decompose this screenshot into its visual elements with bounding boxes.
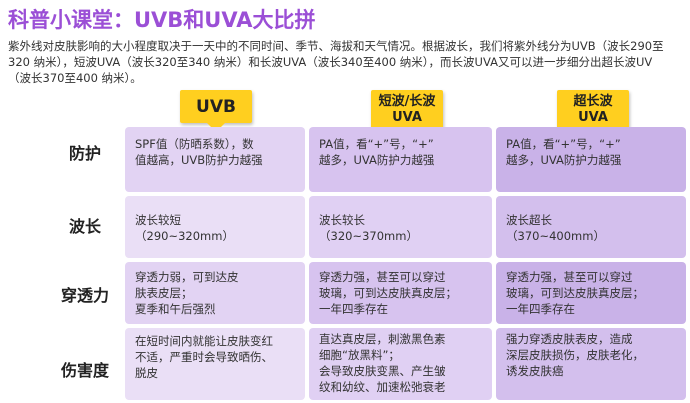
table-cell: PA值，看“+”号，“+” 越多，UVA防护力越强 [309, 127, 492, 192]
table-cell: 波长超长 （370~400mm） [496, 196, 686, 258]
row-label-wavelength: 波长 [68, 217, 101, 236]
cell-line: 越多，UVA防护力越强 [506, 153, 622, 167]
cell-line: 一年四季存在 [319, 302, 388, 316]
cell-line: 穿透力强，甚至可以穿过 [319, 270, 446, 284]
cell-line: 穿透力强，甚至可以穿过 [506, 270, 633, 284]
table-cell: PA值，看“+”号，“+” 越多，UVA防护力越强 [496, 127, 686, 192]
cell-line: 诱发皮肤癌 [506, 364, 564, 378]
intro-line: 紫外线对皮肤影响的大小程度取决于一天中的不同时间、季节、海拔和天气情况。根据波长… [8, 39, 664, 53]
cell-line: 深层皮肤损伤，皮肤老化， [506, 348, 644, 362]
cell-line: 会导致皮肤变黑、产生皱 [319, 364, 446, 378]
column-header-short-long-uva: 短波/长波 UVA [371, 90, 443, 139]
cell-line: 不适，严重时会导致晒伤、 [135, 350, 273, 364]
column-header-label: UVB [196, 96, 236, 117]
cell-line: （290~320mm） [135, 229, 234, 243]
cell-line: 一年四季存在 [506, 302, 575, 316]
page-title: 科普小课堂：UVB和UVA大比拼 [8, 8, 316, 32]
cell-line: 波长较长 [319, 213, 365, 227]
intro-line: （波长370至400 纳米）。 [8, 71, 142, 85]
cell-line: 纹和幼纹、加速松弛衰老 [319, 380, 446, 394]
column-header-label: UVA [578, 110, 608, 125]
cell-line: （370~400mm） [506, 229, 605, 243]
column-header-uvb: UVB [180, 90, 252, 132]
table-cell: 波长较短 （290~320mm） [125, 196, 305, 258]
row-label-protection: 防护 [68, 144, 101, 163]
cell-line: 在短时间内就能让皮肤变红 [135, 334, 273, 348]
cell-line: SPF值（防晒系数），数 [135, 137, 254, 151]
table-cell: 波长较长 （320~370mm） [309, 196, 492, 258]
table-cell: 在短时间内就能让皮肤变红 不适，严重时会导致晒伤、 脱皮 [125, 328, 305, 400]
cell-line: 越多，UVA防护力越强 [319, 153, 435, 167]
table-cell: 穿透力强，甚至可以穿过 玻璃，可到达皮肤真皮层； 一年四季存在 [309, 262, 492, 324]
row-label-penetration: 穿透力 [60, 286, 109, 305]
column-header-label: UVA [392, 110, 422, 125]
cell-line: 细胞“放黑料”； [319, 348, 400, 362]
table-cell: 直达真皮层，刺激黑色素 细胞“放黑料”； 会导致皮肤变黑、产生皱 纹和幼纹、加速… [309, 328, 492, 400]
table-cell: 穿透力弱，可到达皮 肤表皮层； 夏季和午后强烈 [125, 262, 305, 324]
cell-line: 玻璃，可到达皮肤真皮层； [319, 286, 457, 300]
cell-line: 强力穿透皮肤表皮，造成 [506, 332, 633, 346]
cell-line: 穿透力弱，可到达皮 [135, 270, 239, 284]
cell-line: PA值，看“+”号，“+” [319, 137, 434, 151]
cell-line: 肤表皮层； [135, 286, 193, 300]
cell-line: 值越高，UVB防护力越强 [135, 153, 263, 167]
cell-line: 夏季和午后强烈 [135, 302, 216, 316]
intro-line: 320 纳米），短波UVA（波长320至340 纳米）和长波UVA（波长340至… [8, 55, 653, 69]
cell-line: 波长较短 [135, 213, 181, 227]
cell-line: 玻璃，可到达皮肤真皮层； [506, 286, 644, 300]
row-label-damage: 伤害度 [60, 361, 109, 380]
cell-line: 波长超长 [506, 213, 552, 227]
cell-line: 脱皮 [135, 366, 158, 380]
table-cell: 强力穿透皮肤表皮，造成 深层皮肤损伤，皮肤老化， 诱发皮肤癌 [496, 328, 686, 400]
column-header-label: 短波/长波 [378, 94, 436, 109]
cell-line: 直达真皮层，刺激黑色素 [319, 332, 446, 346]
cell-line: PA值，看“+”号，“+” [506, 137, 621, 151]
intro-paragraph: 紫外线对皮肤影响的大小程度取决于一天中的不同时间、季节、海拔和天气情况。根据波长… [8, 38, 690, 86]
table-cell: SPF值（防晒系数），数 值越高，UVB防护力越强 [125, 127, 305, 192]
cell-line: （320~370mm） [319, 229, 418, 243]
table-cell: 穿透力强，甚至可以穿过 玻璃，可到达皮肤真皮层； 一年四季存在 [496, 262, 686, 324]
column-header-label: 超长波 [573, 94, 613, 109]
